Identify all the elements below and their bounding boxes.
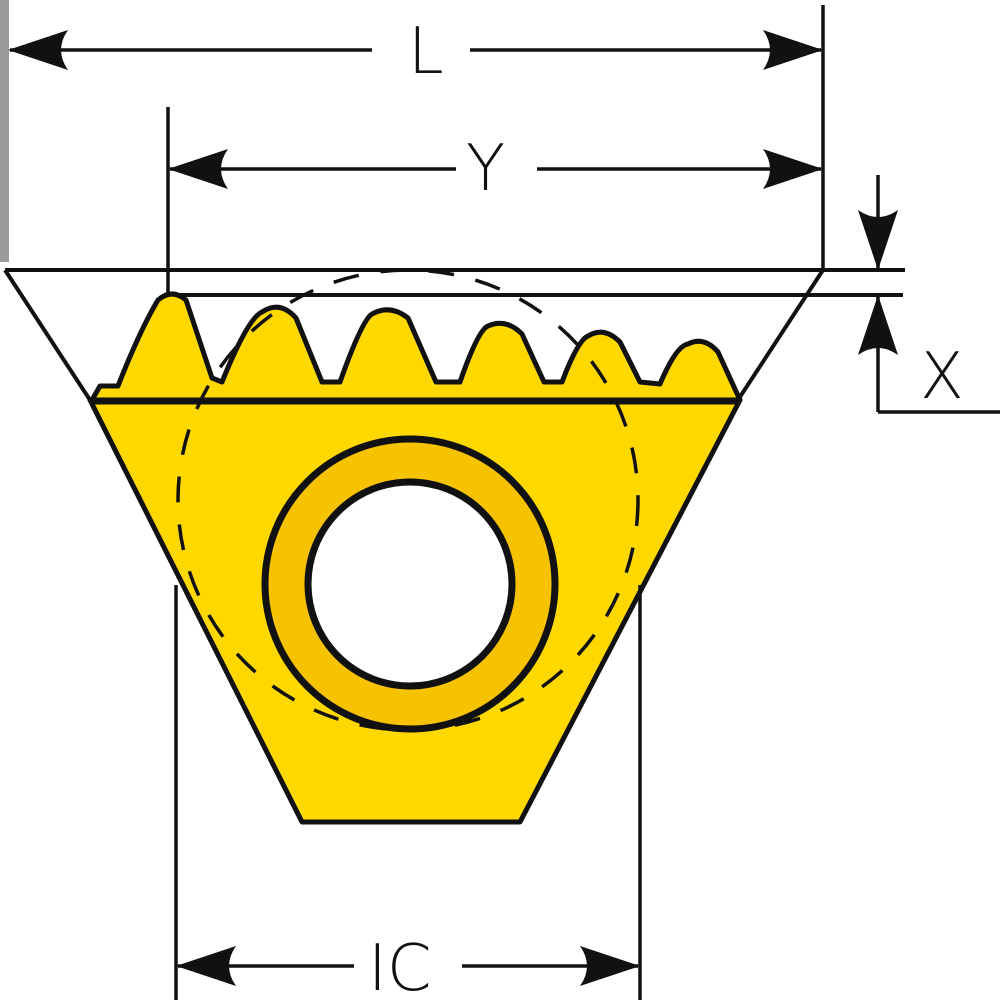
dimension-L: L <box>8 5 825 270</box>
dimension-Y: Y <box>166 107 823 295</box>
dimension-IC: IC <box>174 585 642 1000</box>
thread-teeth <box>89 291 743 403</box>
left-edge-bar <box>0 0 9 262</box>
mounting-hole <box>261 435 559 733</box>
label-IC: IC <box>368 932 432 1000</box>
label-X: X <box>920 340 964 414</box>
reference-outline <box>3 268 905 405</box>
label-Y: Y <box>466 132 505 206</box>
label-L: L <box>408 15 444 89</box>
dimension-X: X <box>858 175 1000 414</box>
